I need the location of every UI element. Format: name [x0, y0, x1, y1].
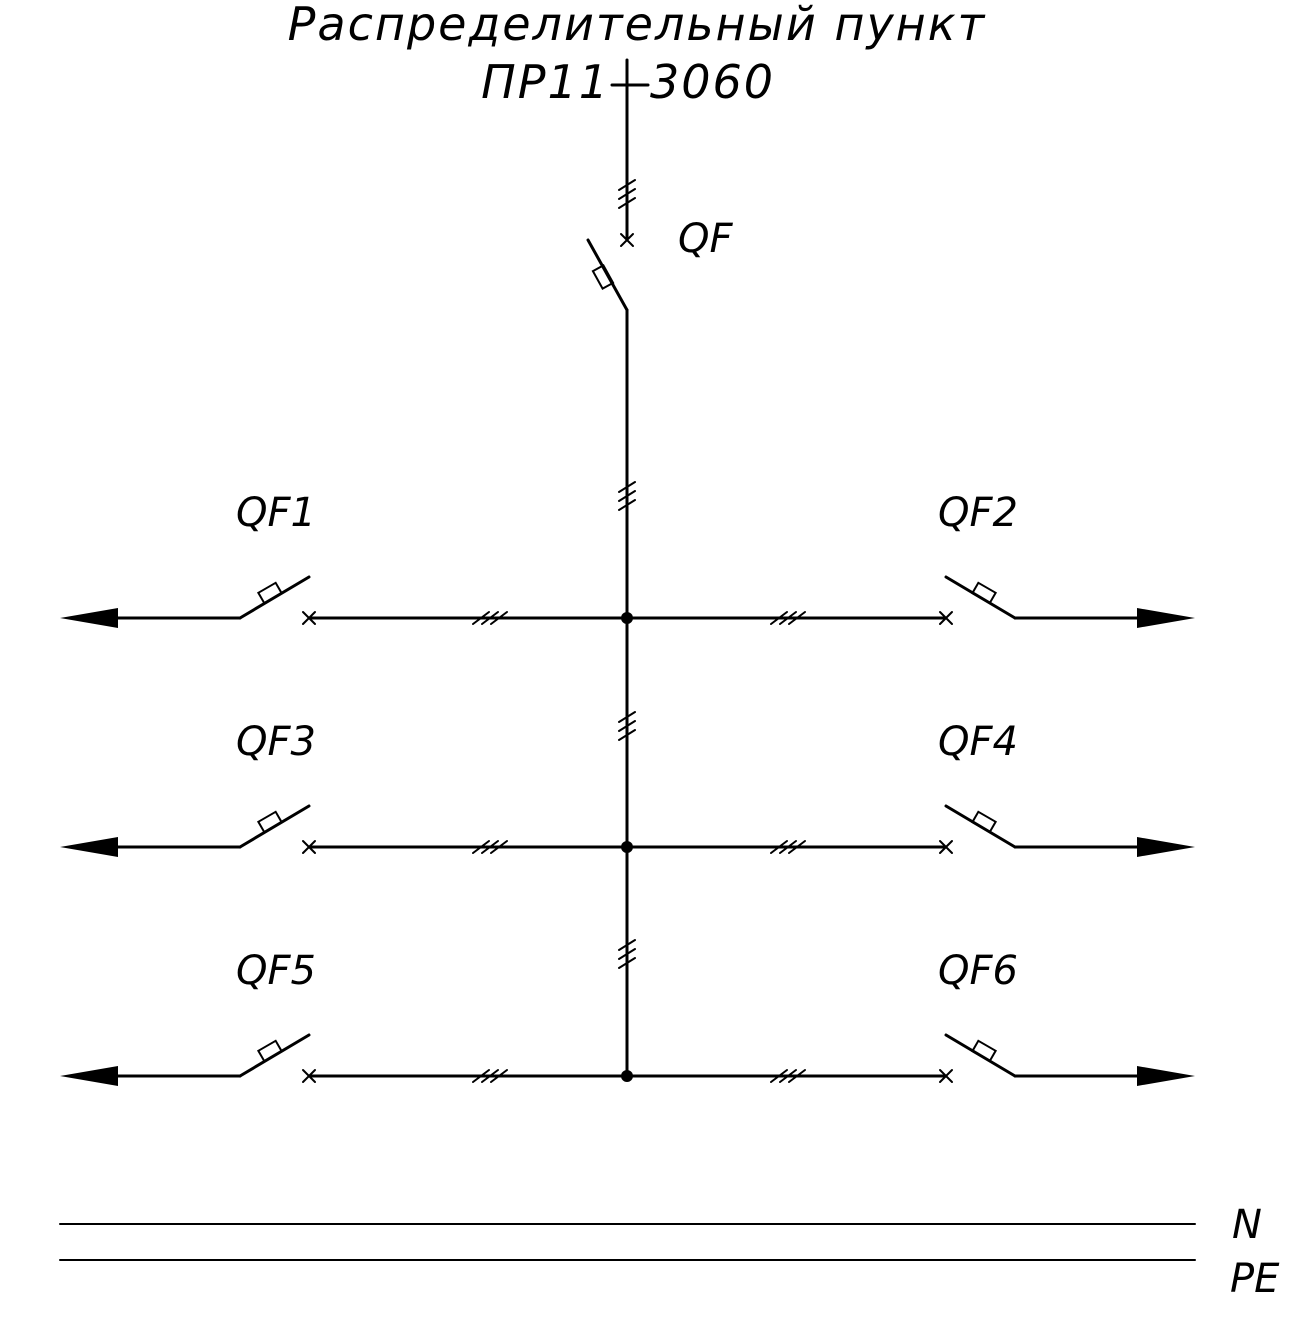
title-line-1: Распределительный пункт	[288, 0, 987, 51]
feeder-label: QF1	[236, 490, 316, 536]
phase-tick	[481, 611, 499, 625]
phase-tick	[472, 1069, 490, 1083]
feeder-qf4: QF4	[625, 719, 1195, 857]
phase-tick	[770, 611, 788, 625]
phase-tick	[779, 611, 797, 625]
phase-tick	[481, 1069, 499, 1083]
phase-tick	[788, 1069, 806, 1083]
feeder-label: QF6	[938, 948, 1018, 994]
feeder-qf6: QF6	[625, 948, 1195, 1086]
main-breaker-qf	[586, 238, 629, 312]
feeder-qf2: QF2	[625, 490, 1195, 628]
feeder-qf5: QF5	[60, 948, 629, 1086]
title-line-2-right: 3060	[650, 55, 775, 109]
contact-cross	[302, 611, 316, 625]
phase-tick	[472, 840, 490, 854]
outgoing-arrow	[60, 1066, 118, 1086]
phase-tick	[472, 611, 490, 625]
main-breaker-contact-cross	[620, 233, 634, 247]
phase-tick	[770, 840, 788, 854]
contact-cross	[939, 840, 953, 854]
phase-tick	[770, 1069, 788, 1083]
contact-cross	[939, 611, 953, 625]
feeder-qf1: QF1	[60, 490, 629, 628]
feeder-label: QF2	[938, 490, 1018, 536]
phase-tick	[788, 611, 806, 625]
breaker-trip-box	[256, 1039, 284, 1063]
phase-tick	[788, 840, 806, 854]
outgoing-arrow	[60, 608, 118, 628]
outgoing-arrow	[1137, 1066, 1195, 1086]
breaker-trip-box	[970, 810, 998, 834]
outgoing-arrow	[1137, 608, 1195, 628]
busbar-phase-ticks	[618, 481, 636, 969]
outgoing-arrow	[1137, 837, 1195, 857]
breaker-trip-box	[256, 810, 284, 834]
breaker-trip-box	[970, 1039, 998, 1063]
incoming-phase-ticks	[618, 179, 636, 209]
feeder-label: QF3	[236, 719, 316, 765]
breaker-trip-box	[256, 581, 284, 605]
title-line-2-left: ПР11	[481, 55, 610, 109]
main-breaker-label: QF	[678, 216, 733, 262]
phase-tick	[481, 840, 499, 854]
phase-tick	[490, 840, 508, 854]
phase-tick	[490, 1069, 508, 1083]
contact-cross	[939, 1069, 953, 1083]
neutral-label: N	[1232, 1202, 1262, 1248]
phase-tick	[490, 611, 508, 625]
contact-cross	[302, 1069, 316, 1083]
feeder-label: QF5	[236, 948, 316, 994]
pe-label: PE	[1230, 1256, 1280, 1302]
breaker-trip-box	[970, 581, 998, 605]
feeder-qf3: QF3	[60, 719, 629, 857]
phase-tick	[779, 1069, 797, 1083]
feeder-label: QF4	[938, 719, 1018, 765]
phase-tick	[779, 840, 797, 854]
contact-cross	[302, 840, 316, 854]
outgoing-arrow	[60, 837, 118, 857]
